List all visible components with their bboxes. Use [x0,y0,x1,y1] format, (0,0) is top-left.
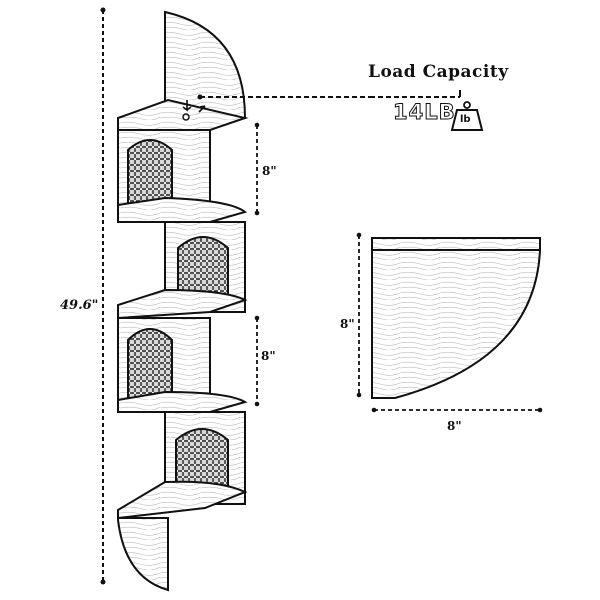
shelf-detail-view [371,237,542,399]
detail-depth-dimension [356,232,362,398]
mounting-arrows-icon [182,100,206,121]
total-height-label: 49.6" [60,298,99,313]
shelf-spacing-top-dimension [254,122,260,216]
shelf-section-4 [117,411,248,520]
shelf-spacing-mid-label: 8" [261,349,276,363]
bottom-back-panel [117,517,169,592]
shelf-spacing-mid-dimension [254,315,260,407]
shelf-section-2 [117,221,248,320]
detail-width-dimension [371,407,543,413]
total-height-dimension [100,7,106,585]
detail-width-label: 8" [447,419,462,433]
shelf-section-1 [117,129,248,223]
load-capacity-leader [197,90,461,100]
detail-depth-label: 8" [340,317,355,331]
load-capacity-value: 14LB [393,100,456,125]
shelf-spacing-top-label: 8" [262,164,277,178]
weight-icon-label: lb [460,114,471,125]
shelf-section-3 [117,317,248,413]
weight-icon [450,101,484,131]
load-capacity-title: Load Capacity [368,62,509,82]
top-shelf-board [117,98,249,131]
